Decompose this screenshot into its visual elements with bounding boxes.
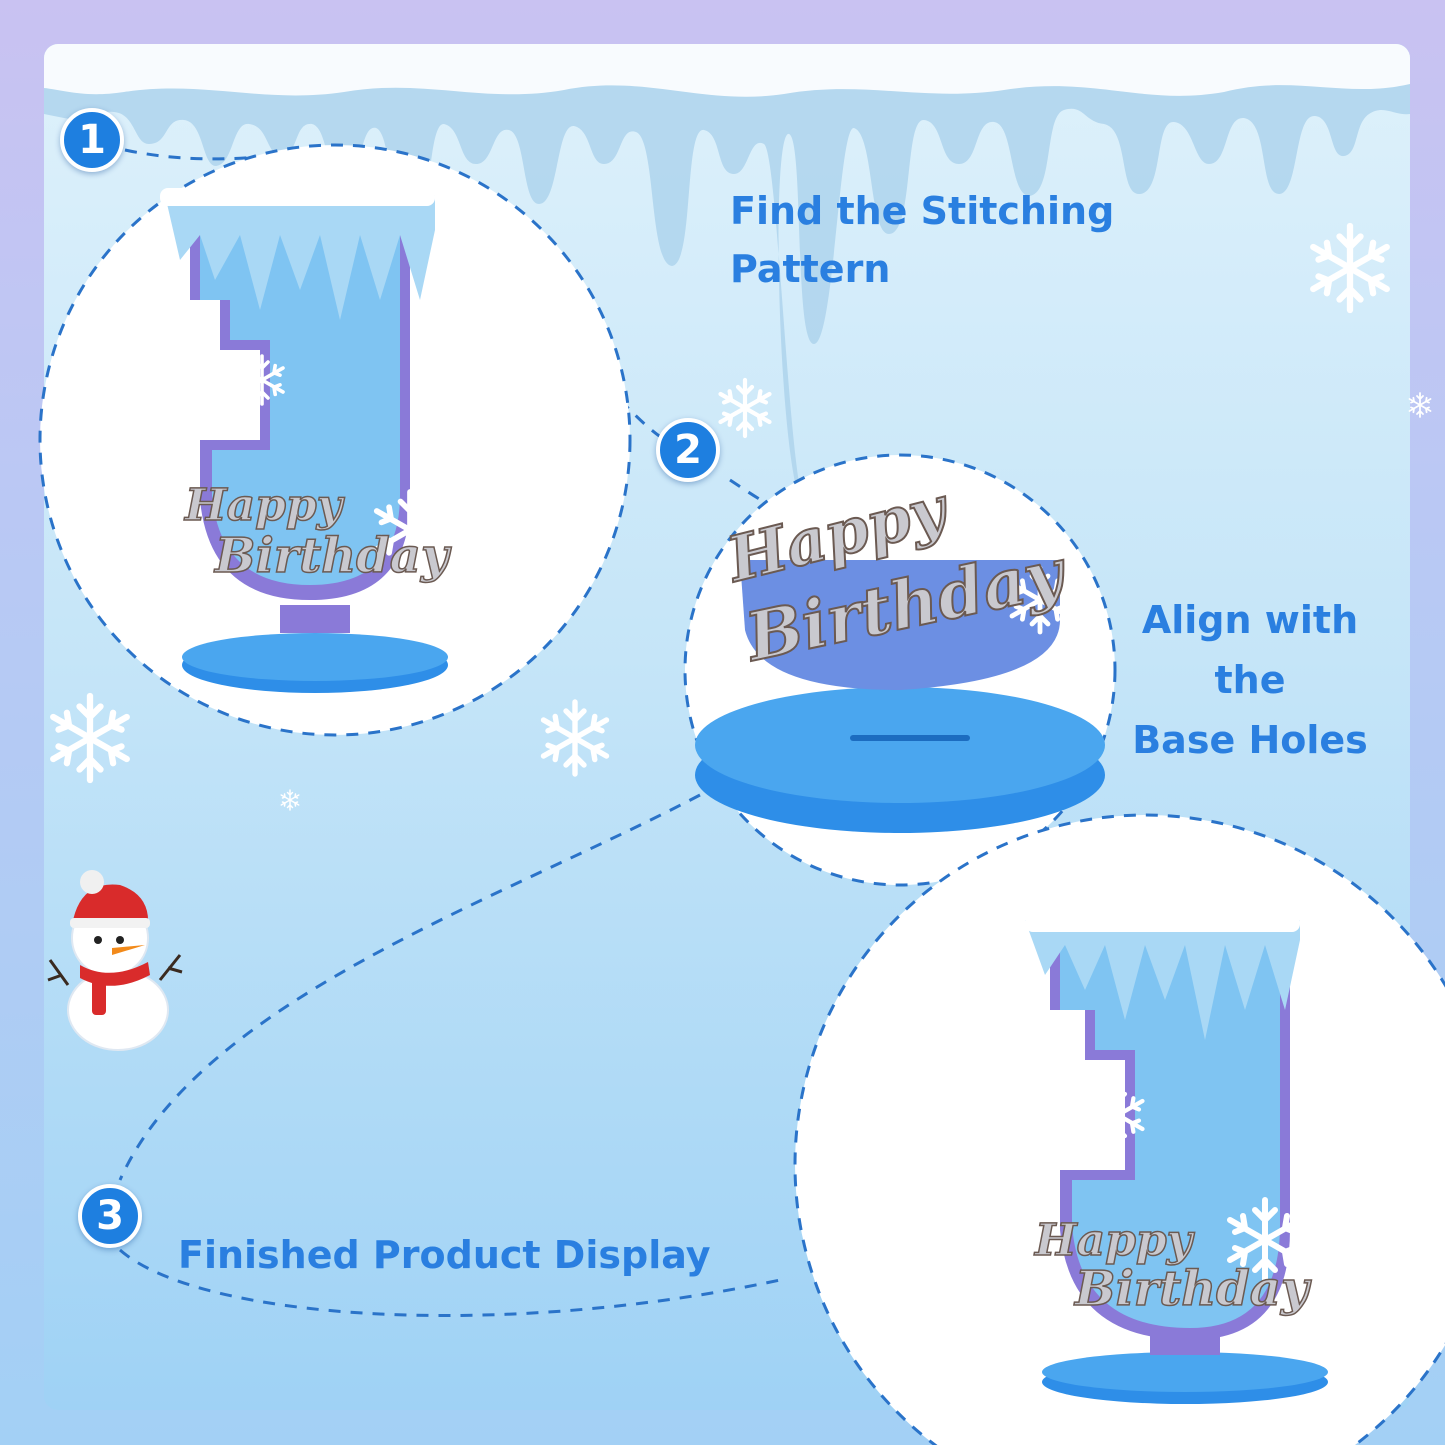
product-image-step3: Happy Birthday: [1025, 914, 1328, 1404]
step-badge-2: 2: [656, 418, 720, 482]
step2-title: Align with the Base Holes: [1130, 590, 1370, 770]
snowman-icon: [47, 870, 183, 1051]
step2-title-line2: the: [1214, 658, 1286, 702]
sign-text-birthday: Birthday: [213, 528, 452, 584]
step1-title-line1: Find the Stitching: [730, 189, 1115, 233]
product-image-step1: Happy Birthday: [160, 188, 453, 693]
step2-title-line1: Align with: [1141, 598, 1359, 642]
step2-title-line3: Base Holes: [1132, 718, 1368, 762]
step-badge-3: 3: [78, 1184, 142, 1248]
step1-title-line2: Pattern: [730, 247, 891, 291]
sign-text-happy: Happy: [183, 480, 346, 531]
finished-sign-happy: Happy: [1033, 1215, 1196, 1266]
finished-sign-birthday: Birthday: [1073, 1261, 1312, 1317]
step-badge-1: 1: [60, 108, 124, 172]
icicle-decoration: [44, 44, 1410, 514]
step1-title: Find the Stitching Pattern: [730, 182, 1114, 298]
step3-title: Finished Product Display: [178, 1233, 711, 1277]
